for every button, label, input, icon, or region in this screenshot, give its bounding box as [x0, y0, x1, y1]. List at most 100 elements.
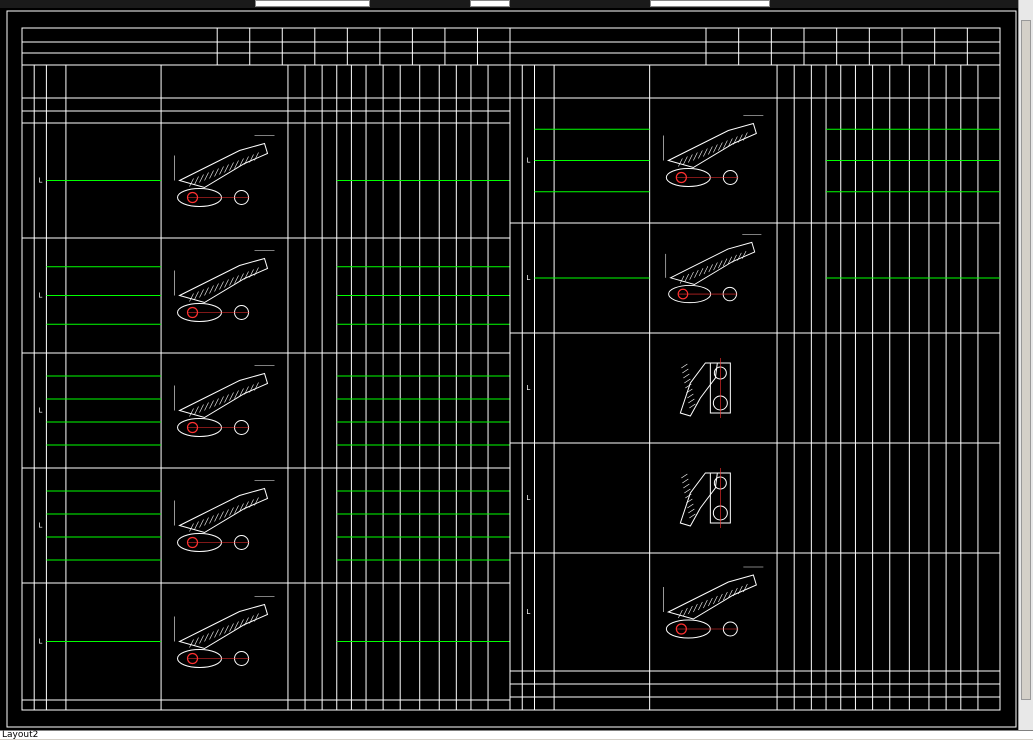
cad-top-strip [0, 0, 1033, 8]
hatch-line [689, 271, 694, 280]
hatch-line [209, 515, 214, 524]
hatch-line [683, 373, 690, 379]
hatch-line [234, 275, 239, 284]
hatch-line [189, 408, 194, 417]
hatch-line [733, 587, 738, 597]
scrollbar-thumb[interactable] [1021, 20, 1031, 700]
hatch-line [244, 617, 249, 626]
hatch-line [189, 523, 194, 532]
hatch-line [239, 619, 244, 628]
hatch-line [722, 258, 728, 267]
hatch-line [244, 386, 249, 395]
part-outline [679, 362, 718, 417]
hatch-line [688, 398, 695, 404]
hatch-line [708, 597, 713, 607]
top-strip-field-3 [650, 0, 770, 7]
hatch-line [204, 633, 209, 642]
hatch-line [742, 250, 747, 259]
hatch-line [194, 637, 199, 646]
hatch-line [219, 166, 224, 175]
process-sketch [665, 234, 762, 304]
hatch-line [718, 593, 723, 603]
hatch-line [703, 148, 708, 157]
hatch-line [727, 256, 732, 265]
hatch-line [239, 273, 244, 282]
hatch-line [682, 368, 689, 374]
layout-tab-strip: Layout2 [0, 730, 1033, 740]
hatch-line [718, 260, 723, 269]
process-type: L [38, 638, 42, 646]
hatch-line [678, 609, 683, 619]
hatch-line [684, 378, 691, 384]
hatch-line [229, 623, 234, 632]
hatch-line [732, 254, 737, 263]
hatch-line [249, 154, 254, 163]
hatch-line [683, 156, 688, 165]
process-sketch [174, 596, 275, 668]
hatch-line [214, 398, 219, 407]
hatch-line [689, 513, 696, 519]
hatch-line [214, 168, 219, 177]
hatch-line [698, 601, 703, 611]
hatch-line [683, 607, 688, 617]
hatch-line [708, 264, 713, 273]
hatch-line [688, 508, 695, 514]
hatch-line [254, 267, 259, 276]
hatch-line [244, 156, 249, 165]
hatch-line [224, 509, 229, 518]
part-outline [679, 472, 718, 527]
hatch-line [718, 142, 723, 151]
hatch-line [713, 144, 718, 153]
hatch-line [194, 406, 199, 415]
hatch-line [209, 400, 214, 409]
hatch-line [689, 403, 696, 409]
hatch-line [189, 293, 194, 302]
hatch-line [189, 178, 194, 187]
process-type: L [526, 274, 530, 282]
hatch-line [683, 483, 690, 489]
process-sketch [663, 115, 764, 187]
hatch-line [229, 392, 234, 401]
hatch-line [693, 152, 698, 161]
hatch-line [234, 505, 239, 514]
hatch-line [244, 271, 249, 280]
hatch-line [743, 132, 748, 141]
hatch-line [219, 627, 224, 636]
hatch-line [244, 501, 249, 510]
hatch-line [194, 291, 199, 300]
part-outline [178, 487, 269, 534]
process-sketch [174, 250, 275, 322]
hatch-line [239, 503, 244, 512]
part-outline [666, 574, 757, 620]
hatch-line [728, 138, 733, 147]
hatch-line [678, 158, 683, 167]
hatch-line [703, 266, 709, 275]
hatch-line [743, 583, 748, 593]
part-outline [669, 241, 756, 285]
hatch-line [199, 174, 204, 183]
hatch-line [189, 639, 194, 648]
hatch-line [687, 393, 694, 399]
top-strip-field-1 [255, 0, 370, 7]
vertical-scrollbar[interactable] [1018, 0, 1033, 730]
part-outline [178, 603, 269, 650]
hatch-line [688, 605, 693, 615]
process-type: L [38, 522, 42, 530]
hatch-line [679, 275, 685, 284]
hatch-line [694, 270, 699, 278]
hatch-line [723, 140, 728, 149]
hatch-line [199, 519, 204, 528]
hatch-line [199, 404, 204, 413]
hatch-line [686, 498, 693, 504]
inner-frame [21, 27, 1001, 711]
hatch-line [684, 273, 689, 282]
hatch-line [681, 473, 688, 479]
hatch-line [199, 289, 204, 298]
process-type: L [38, 177, 42, 185]
part-body [709, 362, 731, 414]
hatch-line [204, 287, 209, 296]
layout-tab[interactable]: Layout2 [2, 730, 39, 740]
hatch-line [219, 396, 224, 405]
